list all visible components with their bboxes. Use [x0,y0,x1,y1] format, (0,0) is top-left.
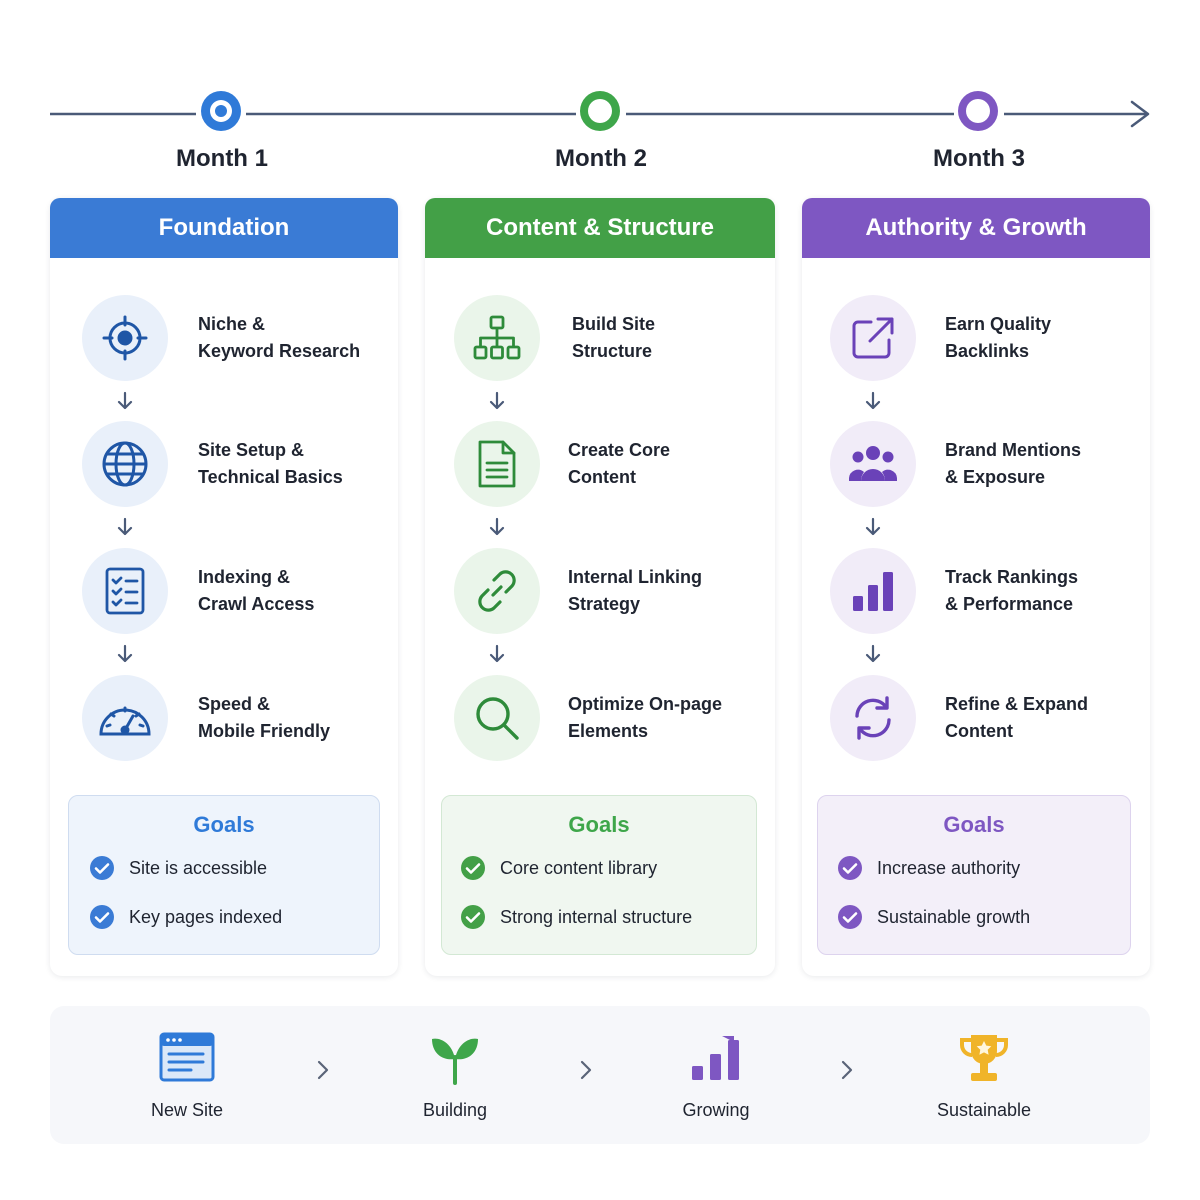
stage-sustainable: Sustainable [904,1028,1064,1121]
goals-title: Goals [943,812,1005,837]
check-circle-icon [90,856,114,880]
arrow-down-icon [489,391,505,410]
stage-label: Sustainable [936,1100,1032,1120]
goals-panel-content-structure: Goals Core content library Strong intern… [441,795,757,955]
step-site-setup: Site Setup &Technical Basics [82,421,412,507]
goal-item: Site is accessible [89,855,267,881]
trophy-icon [904,1028,1064,1088]
step-label: Speed &Mobile Friendly [198,694,331,741]
step-label: Track Rankings& Performance [945,567,1079,614]
check-circle-icon [90,905,114,929]
external-link-icon [830,295,916,381]
goals-title: Goals [568,812,630,837]
goal-item: Increase authority [837,855,1020,881]
month-2-label: Month 2 [555,145,647,172]
check-circle-icon [838,856,862,880]
step-track-rankings: Track Rankings& Performance [830,548,1160,634]
goal-item: Key pages indexed [89,904,282,930]
chevron-right-icon [317,1060,329,1080]
stage-label: Growing [682,1100,750,1120]
target-icon [82,295,168,381]
timeline-arrowhead-icon [1130,100,1150,128]
speedometer-icon [82,675,168,761]
goal-item: Sustainable growth [837,904,1030,930]
chevron-right-icon [580,1060,592,1080]
arrow-down-icon [489,644,505,663]
arrow-down-icon [117,644,133,663]
month-1-marker [201,91,241,131]
refresh-icon [830,675,916,761]
check-circle-icon [838,905,862,929]
stage-building: Building [375,1028,535,1121]
goal-item: Core content library [460,855,657,881]
month-3-marker [958,91,998,131]
globe-icon [82,421,168,507]
timeline: Month 1 Month 2 Month 3 [0,0,1200,190]
arrow-down-icon [865,517,881,536]
column-header-authority-growth: Authority & Growth [802,198,1150,258]
step-label: Niche &Keyword Research [198,314,361,361]
check-circle-icon [461,856,485,880]
sitemap-icon [454,295,540,381]
step-brand-mentions: Brand Mentions& Exposure [830,421,1160,507]
step-label: Brand Mentions& Exposure [945,440,1082,487]
magnifier-icon [454,675,540,761]
checklist-icon [82,548,168,634]
column-header-foundation: Foundation [50,198,398,258]
arrow-down-icon [865,391,881,410]
arrow-down-icon [489,517,505,536]
step-label: Site Setup &Technical Basics [198,440,343,487]
column-header-content-structure: Content & Structure [425,198,775,258]
stage-new-site: New Site [107,1028,267,1121]
stage-label: New Site [150,1100,224,1120]
goals-panel-authority-growth: Goals Increase authority Sustainable gro… [817,795,1131,955]
goals-panel-foundation: Goals Site is accessible Key pages index… [68,795,380,955]
stage-growing: Growing [636,1028,796,1121]
chevron-right-icon [841,1060,853,1080]
arrow-down-icon [865,644,881,663]
sprout-icon [375,1028,535,1088]
step-speed-mobile: Speed &Mobile Friendly [82,675,412,761]
arrow-down-icon [117,517,133,536]
stage-label: Building [422,1100,488,1120]
growth-bars-icon [636,1028,796,1088]
month-3-label: Month 3 [933,145,1025,172]
browser-window-icon [107,1028,267,1088]
step-niche-keyword-research: Niche &Keyword Research [82,295,412,381]
step-indexing: Indexing &Crawl Access [82,548,412,634]
goal-item: Strong internal structure [460,904,692,930]
timeline-track [50,91,1150,131]
arrow-down-icon [117,391,133,410]
goals-title: Goals [193,812,255,837]
step-label: Indexing &Crawl Access [198,567,315,614]
month-2-marker [580,91,620,131]
growth-progression-bar: New Site Building Growing [50,1006,1150,1144]
check-circle-icon [461,905,485,929]
column-foundation: Foundation Niche &Keyword Research Site … [50,198,398,976]
link-icon [454,548,540,634]
month-1-label: Month 1 [176,145,268,172]
people-icon [830,421,916,507]
bar-chart-icon [830,548,916,634]
document-icon [454,421,540,507]
